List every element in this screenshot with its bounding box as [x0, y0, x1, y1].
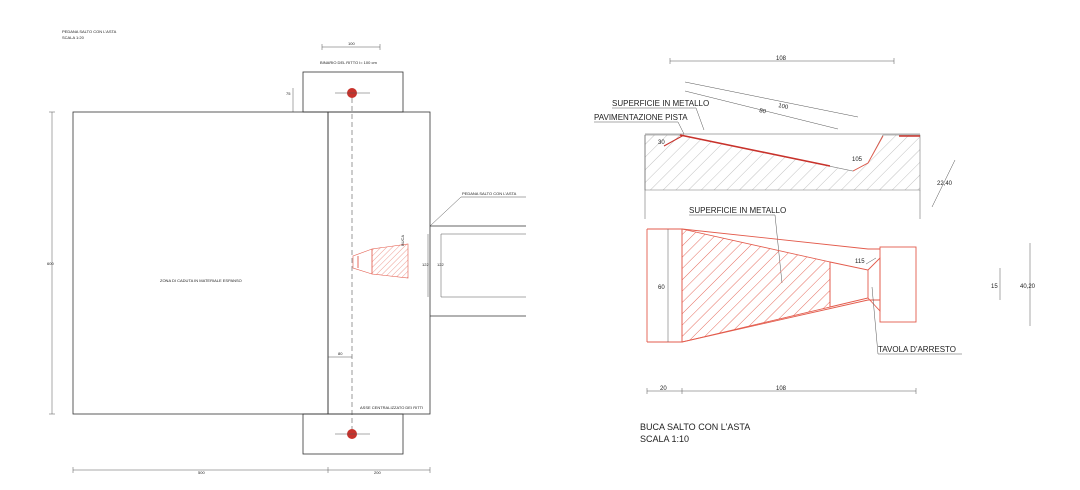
stop-board — [879, 246, 917, 323]
dim-75: 75 — [286, 91, 291, 96]
detail-title: BUCA SALTO CON L'ASTA — [640, 422, 750, 432]
dim-bottom-right: 200 — [374, 470, 381, 475]
plan-title: PEDANA SALTO CON L'ASTA — [62, 29, 117, 34]
section-metal-label: SUPERFICIE IN METALLO — [612, 99, 709, 108]
top-dim-4020: 40,20 — [1020, 284, 1036, 290]
landing-zone — [72, 111, 329, 415]
top-dim-115: 115 — [855, 259, 865, 265]
section-dim-100: 100 — [778, 103, 790, 111]
top-dim-20: 20 — [660, 386, 667, 392]
section-dim-30: 30 — [658, 140, 665, 146]
top-dim-15: 15 — [991, 284, 998, 290]
paving-label: PAVIMENTAZIONE PISTA — [594, 113, 688, 122]
upright-box-bottom — [302, 413, 404, 455]
top-dim-108: 108 — [776, 386, 787, 392]
stop-board-label: TAVOLA D'ARRESTO — [878, 345, 956, 354]
metal-surface-line — [679, 134, 831, 167]
section-dim-2240: 22,40 — [937, 181, 953, 187]
section-dim-top: 108 — [776, 56, 787, 62]
dim-top-width: 100 — [348, 41, 355, 46]
section-dim-105: 105 — [852, 157, 863, 163]
section-view: 108 100 80 SUPERFICIE IN METALLO PAVIMEN… — [594, 56, 956, 219]
section-dim-80: 80 — [759, 108, 767, 115]
runway-label: PEDANA SALTO CON L'ASTA — [462, 191, 517, 196]
dim-binario: BINARIO DEL RITTO l= 100 cm — [320, 60, 377, 65]
landing-zone-label: ZONA DI CADUTA IN MATERIALE ESPANSO — [160, 278, 242, 283]
box-top-view: SUPERFICIE IN METALLO 60 115 15 40,20 TA… — [646, 206, 1036, 394]
box-label: BUCA — [400, 235, 405, 246]
detail-scale: SCALA 1:10 — [640, 434, 689, 444]
planting-box-plan — [352, 243, 409, 279]
dim-122-a: 122 — [422, 262, 429, 267]
plan-scale: SCALA 1:20 — [62, 35, 85, 40]
dim-bottom-left: 500 — [198, 470, 205, 475]
top-dim-60: 60 — [658, 285, 665, 291]
dim-600: 600 — [47, 261, 54, 266]
plan-view: PEDANA SALTO CON L'ASTA SCALA 1:20 100 B… — [47, 29, 526, 475]
axis-label: ASSE CENTRALIZZATO DEI RITTI — [360, 405, 423, 410]
dim-122-b: 122 — [437, 262, 444, 267]
dim-80: 80 — [338, 351, 343, 356]
top-metal-label: SUPERFICIE IN METALLO — [689, 206, 786, 215]
